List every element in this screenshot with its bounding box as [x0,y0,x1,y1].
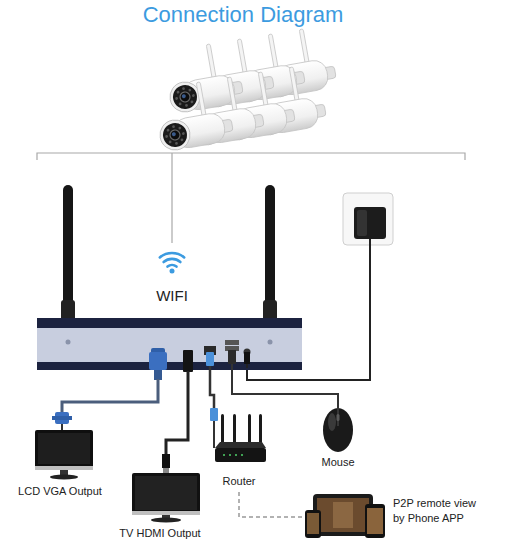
bracket-line [37,153,465,160]
power-adapter [343,193,393,245]
power-adapter [357,210,367,236]
router-icon [223,454,225,456]
camera-group [152,25,338,153]
lcd-monitor-icon [52,416,72,420]
hdmi-cable [166,382,188,450]
nvr-recorder-icon [157,379,160,382]
nvr-recorder-icon [268,340,273,345]
device-label: Router [208,474,270,488]
nvr-recorder: WIFI [30,282,312,382]
nvr-antenna [63,185,73,320]
device-label: LCD VGA Output [8,484,112,498]
router-icon [210,408,218,421]
router-icon [235,454,237,456]
router-icon [259,414,262,444]
wifi-symbol [160,253,184,274]
tv-monitor-icon [132,511,200,515]
nvr-recorder-icon [37,318,302,328]
nvr-recorder-icon [187,371,190,382]
lcd-monitor: LCD VGA Output [8,408,112,500]
phone-app-icon [313,494,373,536]
router-icon [215,442,266,448]
mouse-icon [338,408,339,426]
nvr-recorder-icon [225,340,239,345]
phone-app-icon [307,513,319,534]
phone-app-icon [317,498,369,532]
lcd-monitor-icon [50,475,78,480]
nvr-recorder-icon [37,328,302,362]
nvr-recorder-icon [206,352,214,366]
lcd-monitor-icon [38,433,90,464]
device-label: TV HDMI Output [112,526,208,540]
wifi-symbol [160,253,184,257]
wifi-symbol [164,259,181,262]
diagram-title: Connection Diagram [0,1,486,29]
ethernet-cable [210,382,214,404]
tv-monitor-icon [135,476,197,510]
nvr-recorder-icon [154,370,162,380]
nvr-recorder-icon [149,352,167,370]
mouse-icon [337,400,339,409]
router-icon [229,454,231,456]
nvr-antenna [61,185,277,322]
router-icon [233,414,236,444]
nvr-recorder-icon [66,340,71,345]
nvr-recorder-icon [209,366,212,382]
router-icon [221,414,224,444]
mouse-icon [328,413,336,431]
tv-monitor-icon [165,450,168,454]
phone-app-icon [333,502,353,528]
mouse: Mouse [300,400,376,470]
router-icon [248,414,251,444]
wifi-label: WIFI [122,286,222,306]
bracket-line [171,153,172,243]
mouse-icon [323,408,353,452]
tv-monitor: TV HDMI Output [112,450,208,542]
power-adapter [354,207,386,239]
nvr-recorder-icon [228,350,236,364]
power-adapter [343,193,393,245]
camera-group [152,78,235,153]
router-icon [213,421,215,448]
tv-monitor-icon [163,468,169,473]
nvr-recorder-icon [244,352,250,364]
nvr-antenna [265,185,275,320]
nvr-recorder-icon [183,350,193,372]
tv-monitor-icon [162,454,170,468]
usb-cable [232,382,338,400]
router-icon [213,404,216,408]
device-label: Mouse [300,455,376,469]
tv-monitor-icon [151,518,181,523]
phone-app-icon [367,508,383,534]
router-icon [215,448,266,462]
phone-app: P2P remote view by Phone APP [303,488,508,544]
wifi-symbol [168,265,177,267]
lcd-monitor-icon [35,466,93,470]
tv-monitor-icon [132,473,200,515]
mouse-icon [337,414,340,421]
remote-link [239,492,303,517]
phone-app-icon [305,510,321,538]
phone-app-icon [365,504,385,538]
bracket-line [37,153,465,243]
lcd-monitor-icon [61,424,63,430]
nvr-recorder-icon [37,362,302,370]
router-icon [241,454,243,456]
vga-cable [62,382,158,408]
lcd-monitor-icon [35,430,93,470]
app-label: P2P remote view by Phone APP [393,496,485,526]
router: Router [208,404,270,492]
lcd-monitor-icon [61,408,64,412]
nvr-recorder-icon [246,364,248,368]
nvr-recorder-icon [231,364,233,382]
wifi-symbol [170,269,175,274]
